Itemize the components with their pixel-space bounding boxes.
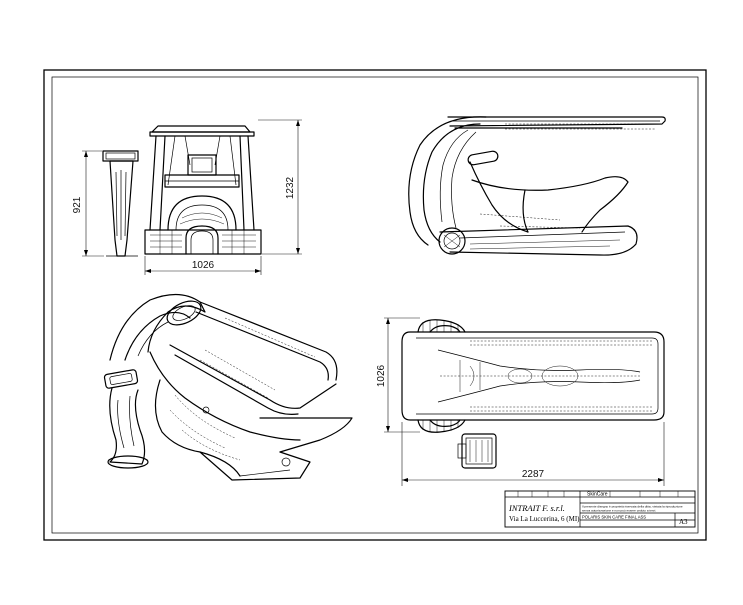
- title-block: [504, 490, 696, 528]
- title-block-sheet-size: A3: [679, 518, 688, 526]
- front-view-side-stand: [102, 150, 139, 257]
- side-view: [408, 116, 666, 256]
- title-block-note-line2: senza autorizzazione e non può essere ce…: [582, 509, 656, 513]
- title-block-address: Via La Luccerina, 6 (MI): [509, 515, 580, 523]
- front-view-dimensions: [82, 119, 302, 275]
- title-block-code: POLARIS SKIN CARE FINAL ASS: [582, 515, 646, 520]
- top-view: 1026 2287: [376, 317, 665, 486]
- dim-front-height: 921: [72, 196, 83, 213]
- sheet-outer-border: [43, 69, 707, 541]
- title-block-title: SkinCare: [587, 492, 608, 498]
- top-view-dimensions: [384, 317, 665, 486]
- front-view: 921 1232 1026: [72, 119, 302, 275]
- dim-front-width: 1026: [192, 260, 215, 271]
- title-block-company: INTRAIT F. s.r.l.: [508, 503, 565, 513]
- front-view-machine: [144, 125, 262, 255]
- title-block-note-line1: Il presente disegno è proprietà riservat…: [582, 505, 683, 509]
- isometric-view: [103, 293, 353, 481]
- sheet-inner-border: [51, 76, 699, 534]
- dim-top-length: 2287: [522, 469, 545, 480]
- dim-front-total-height: 1232: [285, 176, 296, 199]
- dim-top-width: 1026: [376, 364, 387, 387]
